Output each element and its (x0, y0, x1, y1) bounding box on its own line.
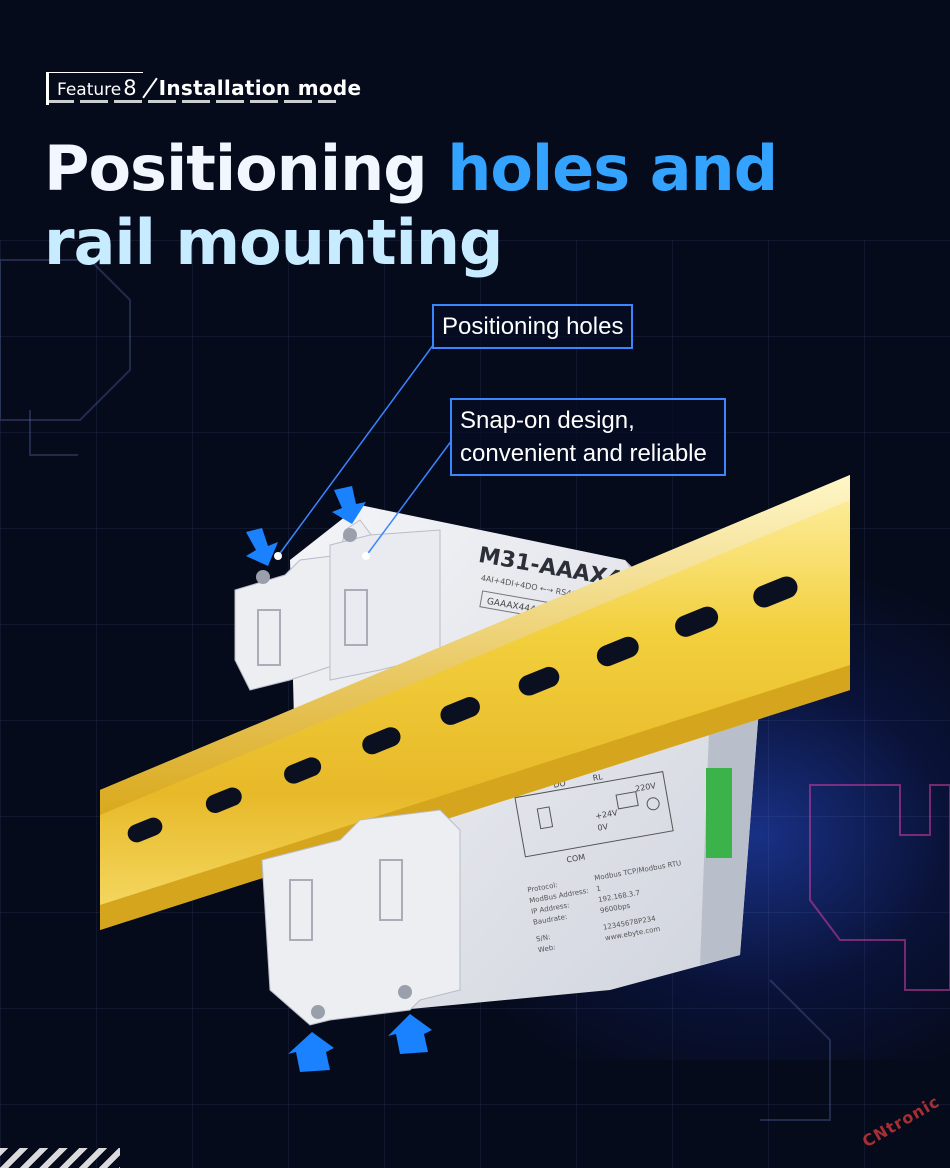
page-headline: Positioning holes and rail mounting (44, 132, 778, 280)
rail-slot (362, 727, 401, 755)
rail-slots (127, 576, 798, 843)
info-key: S/N: (535, 933, 551, 943)
callout-positioning-holes: Positioning holes (432, 304, 634, 349)
corner-stripes (0, 1148, 120, 1168)
diagram-0v: 0V (597, 822, 609, 833)
arrow-up-right-icon (388, 1014, 432, 1054)
rail-slot (440, 697, 480, 725)
diagram-do: DO (553, 779, 567, 790)
rail-slot (127, 817, 163, 843)
callout-snap-on-line2: convenient and reliable (460, 440, 707, 467)
diagram-220v: 220V (635, 781, 658, 794)
feature-number: 8 (123, 75, 137, 100)
leader-lines (277, 343, 453, 557)
info-value: 1 (596, 885, 602, 894)
title-underline (46, 100, 336, 103)
diagram-com: COM (566, 852, 586, 864)
arrow-down-left-icon (246, 528, 278, 566)
callout-snap-on: Snap-on design, convenient and reliable (450, 398, 726, 476)
diagram-24v: +24V (595, 808, 619, 821)
feature-badge: Feature8 (46, 71, 143, 105)
arrow-up-left-icon (288, 1032, 334, 1072)
headline-part2: holes and (447, 132, 778, 205)
info-key: Web: (537, 943, 556, 954)
rail-slot (596, 636, 639, 667)
top-clips (234, 519, 441, 691)
feature-tag: Feature8 Installation mode (46, 70, 361, 106)
callout-snap-on-line1: Snap-on design, (460, 407, 635, 434)
rail-slot (753, 576, 798, 608)
callout-positioning-holes-text: Positioning holes (442, 313, 624, 340)
rail-slot (675, 606, 719, 637)
arrow-down-right-icon (332, 486, 366, 524)
slash-divider (141, 77, 158, 99)
rail-slot (284, 757, 322, 784)
rail-slot (518, 666, 560, 696)
section-title: Installation mode (158, 76, 362, 100)
feature-label: Feature (57, 79, 122, 100)
bg-decor (0, 259, 950, 1121)
headline-part1: Positioning (44, 132, 428, 205)
headline-line2: rail mounting (44, 206, 503, 279)
blue-arrows (246, 486, 432, 1072)
bottom-clips (261, 809, 461, 1026)
rail-slot (205, 787, 242, 814)
diagram-rl: RL (592, 772, 604, 783)
